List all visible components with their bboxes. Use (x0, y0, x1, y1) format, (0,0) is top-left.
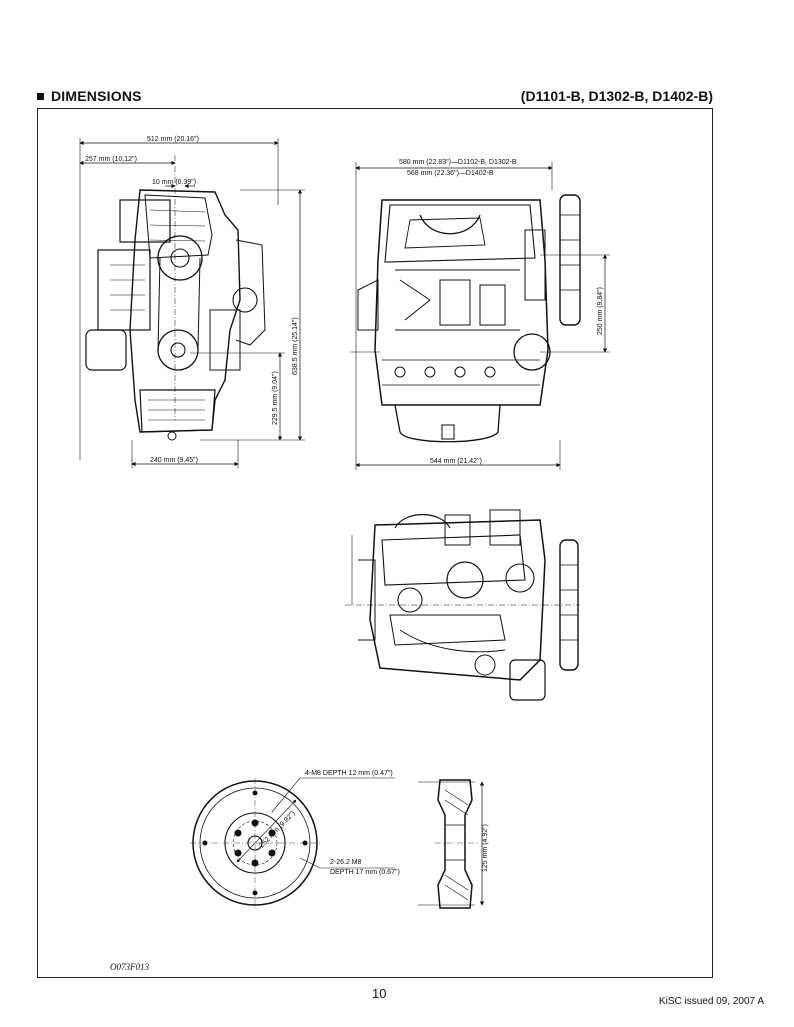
dim-offset: 10 mm (0.39") (152, 179, 196, 186)
dim-side-height: 250 mm (9.84") (597, 287, 604, 335)
dim-half-width: 257 mm (10.12") (85, 156, 137, 163)
page-number: 10 (372, 986, 387, 1001)
dim-length-2: 568 mm (22.36")—D1402-B (407, 170, 494, 177)
front-view (79, 138, 305, 468)
section-title: DIMENSIONS (51, 88, 142, 104)
dim-tap-2a: 2-26.2 M8 (330, 859, 362, 866)
figure-code: O073F013 (110, 962, 149, 972)
dim-tap-2b: DEPTH 17 mm (0.67") (330, 869, 400, 876)
section-header: DIMENSIONS (D1101-B, D1302-B, D1402-B) (37, 88, 713, 108)
bullet-icon (37, 93, 44, 100)
dim-length-1: 580 mm (22.83")—D1102-B, D1302-B (399, 159, 517, 166)
dim-base-length: 544 mm (21.42") (430, 458, 482, 465)
dim-flywheel-width: 125 mm (4.92") (482, 824, 489, 872)
dim-tap-1: 4-M8 DEPTH 12 mm (0.47") (305, 770, 393, 777)
flywheel-section (418, 779, 485, 909)
side-view (350, 162, 610, 470)
dim-overall-width: 512 mm (20.16") (147, 136, 199, 143)
dim-crank-height: 229.5 mm (9.04") (272, 371, 279, 425)
flywheel-front (190, 777, 395, 908)
dim-bolt-circle: 252 mm (9.92") (258, 810, 296, 849)
dim-base-width: 240 mm (9.45") (150, 457, 198, 464)
dim-overall-height: 638.5 mm (25.14") (292, 317, 299, 375)
drawing-frame (37, 108, 713, 978)
model-list: (D1101-B, D1302-B, D1402-B) (520, 88, 713, 104)
footer-issued: KiSC issued 09, 2007 A (658, 996, 764, 1007)
top-view (345, 509, 580, 701)
